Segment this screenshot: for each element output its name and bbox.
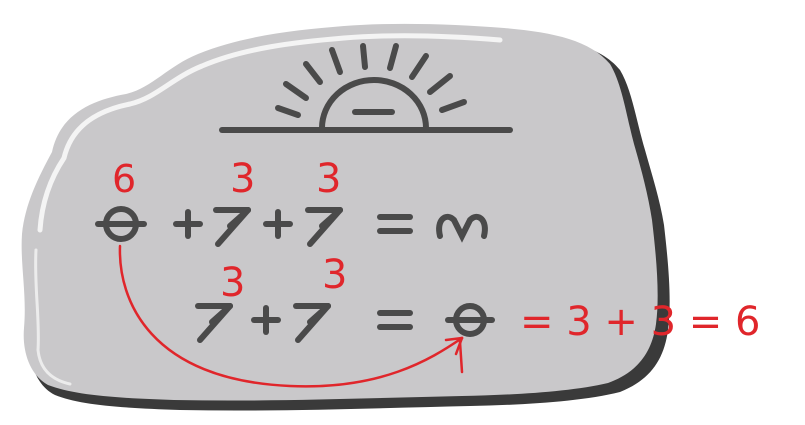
label-circle-row1: 6 [112,157,136,201]
label-arrow2-row1: 3 [316,156,341,202]
label-arrow1-row2: 3 [220,260,245,306]
label-arrow1-row1: 3 [230,156,255,202]
label-arrow2-row2: 3 [322,252,347,298]
equation-tail: = 3 + 3 = 6 [520,299,760,345]
